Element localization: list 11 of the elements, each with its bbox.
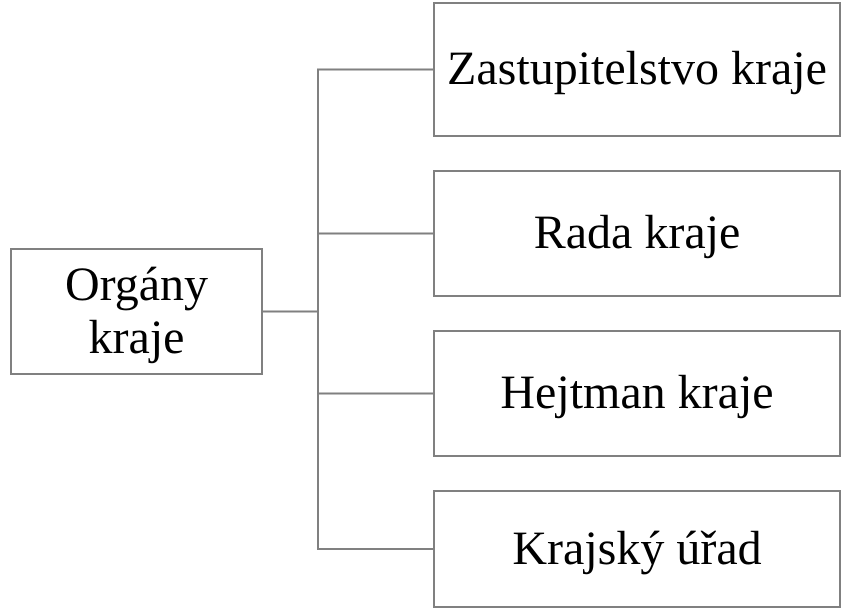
org-box [433,490,841,608]
box-label: Rada kraje [532,207,742,260]
org-box [433,170,841,297]
box-label: Zastupitelstvo kraje [446,43,828,96]
box-label: Hejtman kraje [499,367,775,420]
org-box [10,248,263,375]
connector-line [263,310,433,550]
org-box [433,2,841,137]
box-label: Krajský úřad [511,522,763,576]
box-label: Orgány kraje [64,258,210,364]
org-box [433,330,841,457]
